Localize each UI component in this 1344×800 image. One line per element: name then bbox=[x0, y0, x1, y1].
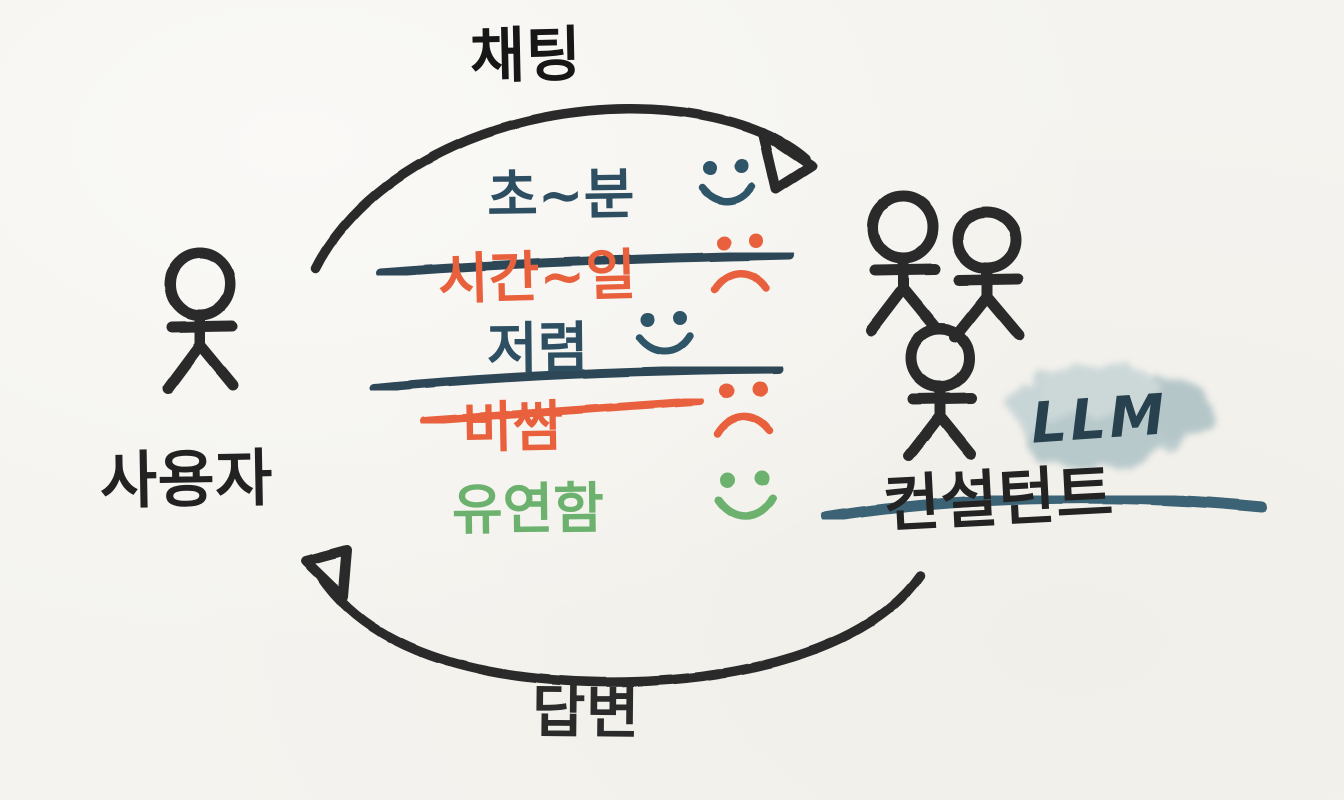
frowny-face-icon bbox=[713, 381, 773, 438]
top-arrow-label: 채팅 bbox=[469, 19, 583, 93]
comparison-row-3: 비쌈 bbox=[461, 394, 564, 460]
top-flow-arrow bbox=[311, 104, 817, 273]
smiley-face-icon bbox=[698, 159, 756, 205]
comparison-row-2: 저렴 bbox=[486, 315, 589, 381]
stick-figure-icon bbox=[903, 323, 977, 462]
emphasis-underline bbox=[369, 364, 783, 393]
comparison-row-4: 유연함 bbox=[451, 476, 605, 542]
stick-figure-icon bbox=[162, 247, 239, 394]
stick-figure-icon bbox=[865, 190, 942, 336]
comparison-row-0: 초~분 bbox=[486, 161, 635, 229]
comparison-row-1: 시간~일 bbox=[437, 242, 637, 312]
strikethrough-line bbox=[820, 492, 1268, 523]
bottom-arrow-label: 답변 bbox=[531, 677, 641, 747]
llm-cloud-label: LLM bbox=[1028, 382, 1171, 457]
strikethrough-line bbox=[420, 397, 704, 425]
strikethrough-line bbox=[375, 250, 795, 278]
smiley-face-icon bbox=[636, 311, 694, 355]
left-actor-label: 사용자 bbox=[99, 441, 274, 518]
smiley-face-icon bbox=[715, 470, 777, 521]
bottom-flow-arrow bbox=[301, 545, 925, 687]
frowny-face-icon bbox=[710, 234, 770, 294]
right-actor-label: 컨설턴트 bbox=[881, 456, 1116, 541]
stick-figure-icon bbox=[949, 206, 1025, 343]
llm-cloud-shape bbox=[1006, 362, 1212, 470]
